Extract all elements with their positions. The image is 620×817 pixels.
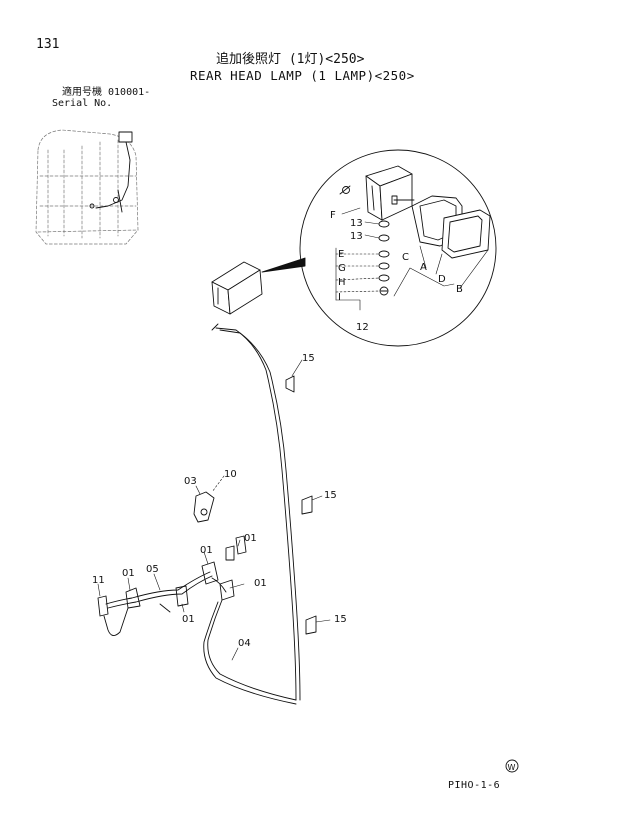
callout-F: F <box>330 210 336 221</box>
bracket-screw <box>339 185 351 195</box>
cab-lamp-mount <box>89 131 133 213</box>
connector-group <box>97 535 247 617</box>
callout-01-top: 01 <box>244 533 257 544</box>
callout-01-right: 01 <box>254 578 267 589</box>
connector-leaders <box>97 539 245 661</box>
callout-B: B <box>456 284 463 295</box>
title-japanese: 追加後照灯 (1灯)<250> <box>216 52 365 67</box>
harness-clip-upper <box>285 375 295 393</box>
title-english: REAR HEAD LAMP (1 LAMP)<250> <box>190 68 415 83</box>
callout-I: I <box>338 292 341 303</box>
callout-11: 11 <box>92 575 105 586</box>
lamp-lens-frame <box>441 209 491 259</box>
callout-15-upper: 15 <box>302 353 315 364</box>
callout-15-lower: 15 <box>334 614 347 625</box>
lamp-harness <box>211 323 301 701</box>
switch-assembly <box>193 491 215 523</box>
callout-03: 03 <box>184 476 197 487</box>
lamp-bolt <box>391 195 415 205</box>
callout-13b: 13 <box>350 231 363 242</box>
detail-pointer <box>261 257 306 273</box>
callout-01-left: 01 <box>122 568 135 579</box>
page-number: 131 <box>36 37 60 52</box>
callout-C: C <box>402 252 409 263</box>
callout-D: D <box>438 274 446 285</box>
callout-04: 04 <box>238 638 251 649</box>
callout-G: G <box>338 263 346 274</box>
rear-head-lamp <box>211 261 263 315</box>
switch-leaders <box>195 475 225 495</box>
callout-15-middle: 15 <box>324 490 337 501</box>
serial-label-japanese: 適用号機 010001- <box>62 87 151 98</box>
page-code: PIHO-1-6 <box>448 780 501 791</box>
serial-label-english: Serial No. <box>52 98 113 109</box>
callout-10: 10 <box>224 469 237 480</box>
machine-cab-outline <box>35 129 139 245</box>
callout-01-center: 01 <box>200 545 213 556</box>
callout-05: 05 <box>146 564 159 575</box>
svg-text:W: W <box>508 763 516 772</box>
detail-circle <box>299 149 497 347</box>
lamp-bracket <box>365 165 413 221</box>
callout-13a: 13 <box>350 218 363 229</box>
wiring-harness-04 <box>203 599 297 705</box>
detail-leader-lines <box>335 207 489 311</box>
wiring-harness-05 <box>103 571 227 636</box>
callout-A: A <box>420 262 427 273</box>
callout-01-bottom: 01 <box>182 614 195 625</box>
clip-leaders <box>291 359 331 623</box>
callout-12: 12 <box>356 322 369 333</box>
harness-clip-lower <box>305 615 317 635</box>
registered-mark: W <box>505 759 519 773</box>
harness-clip-middle <box>301 495 313 515</box>
washer-stack <box>378 220 390 296</box>
callout-E: E <box>338 249 344 260</box>
callout-H: H <box>338 277 346 288</box>
